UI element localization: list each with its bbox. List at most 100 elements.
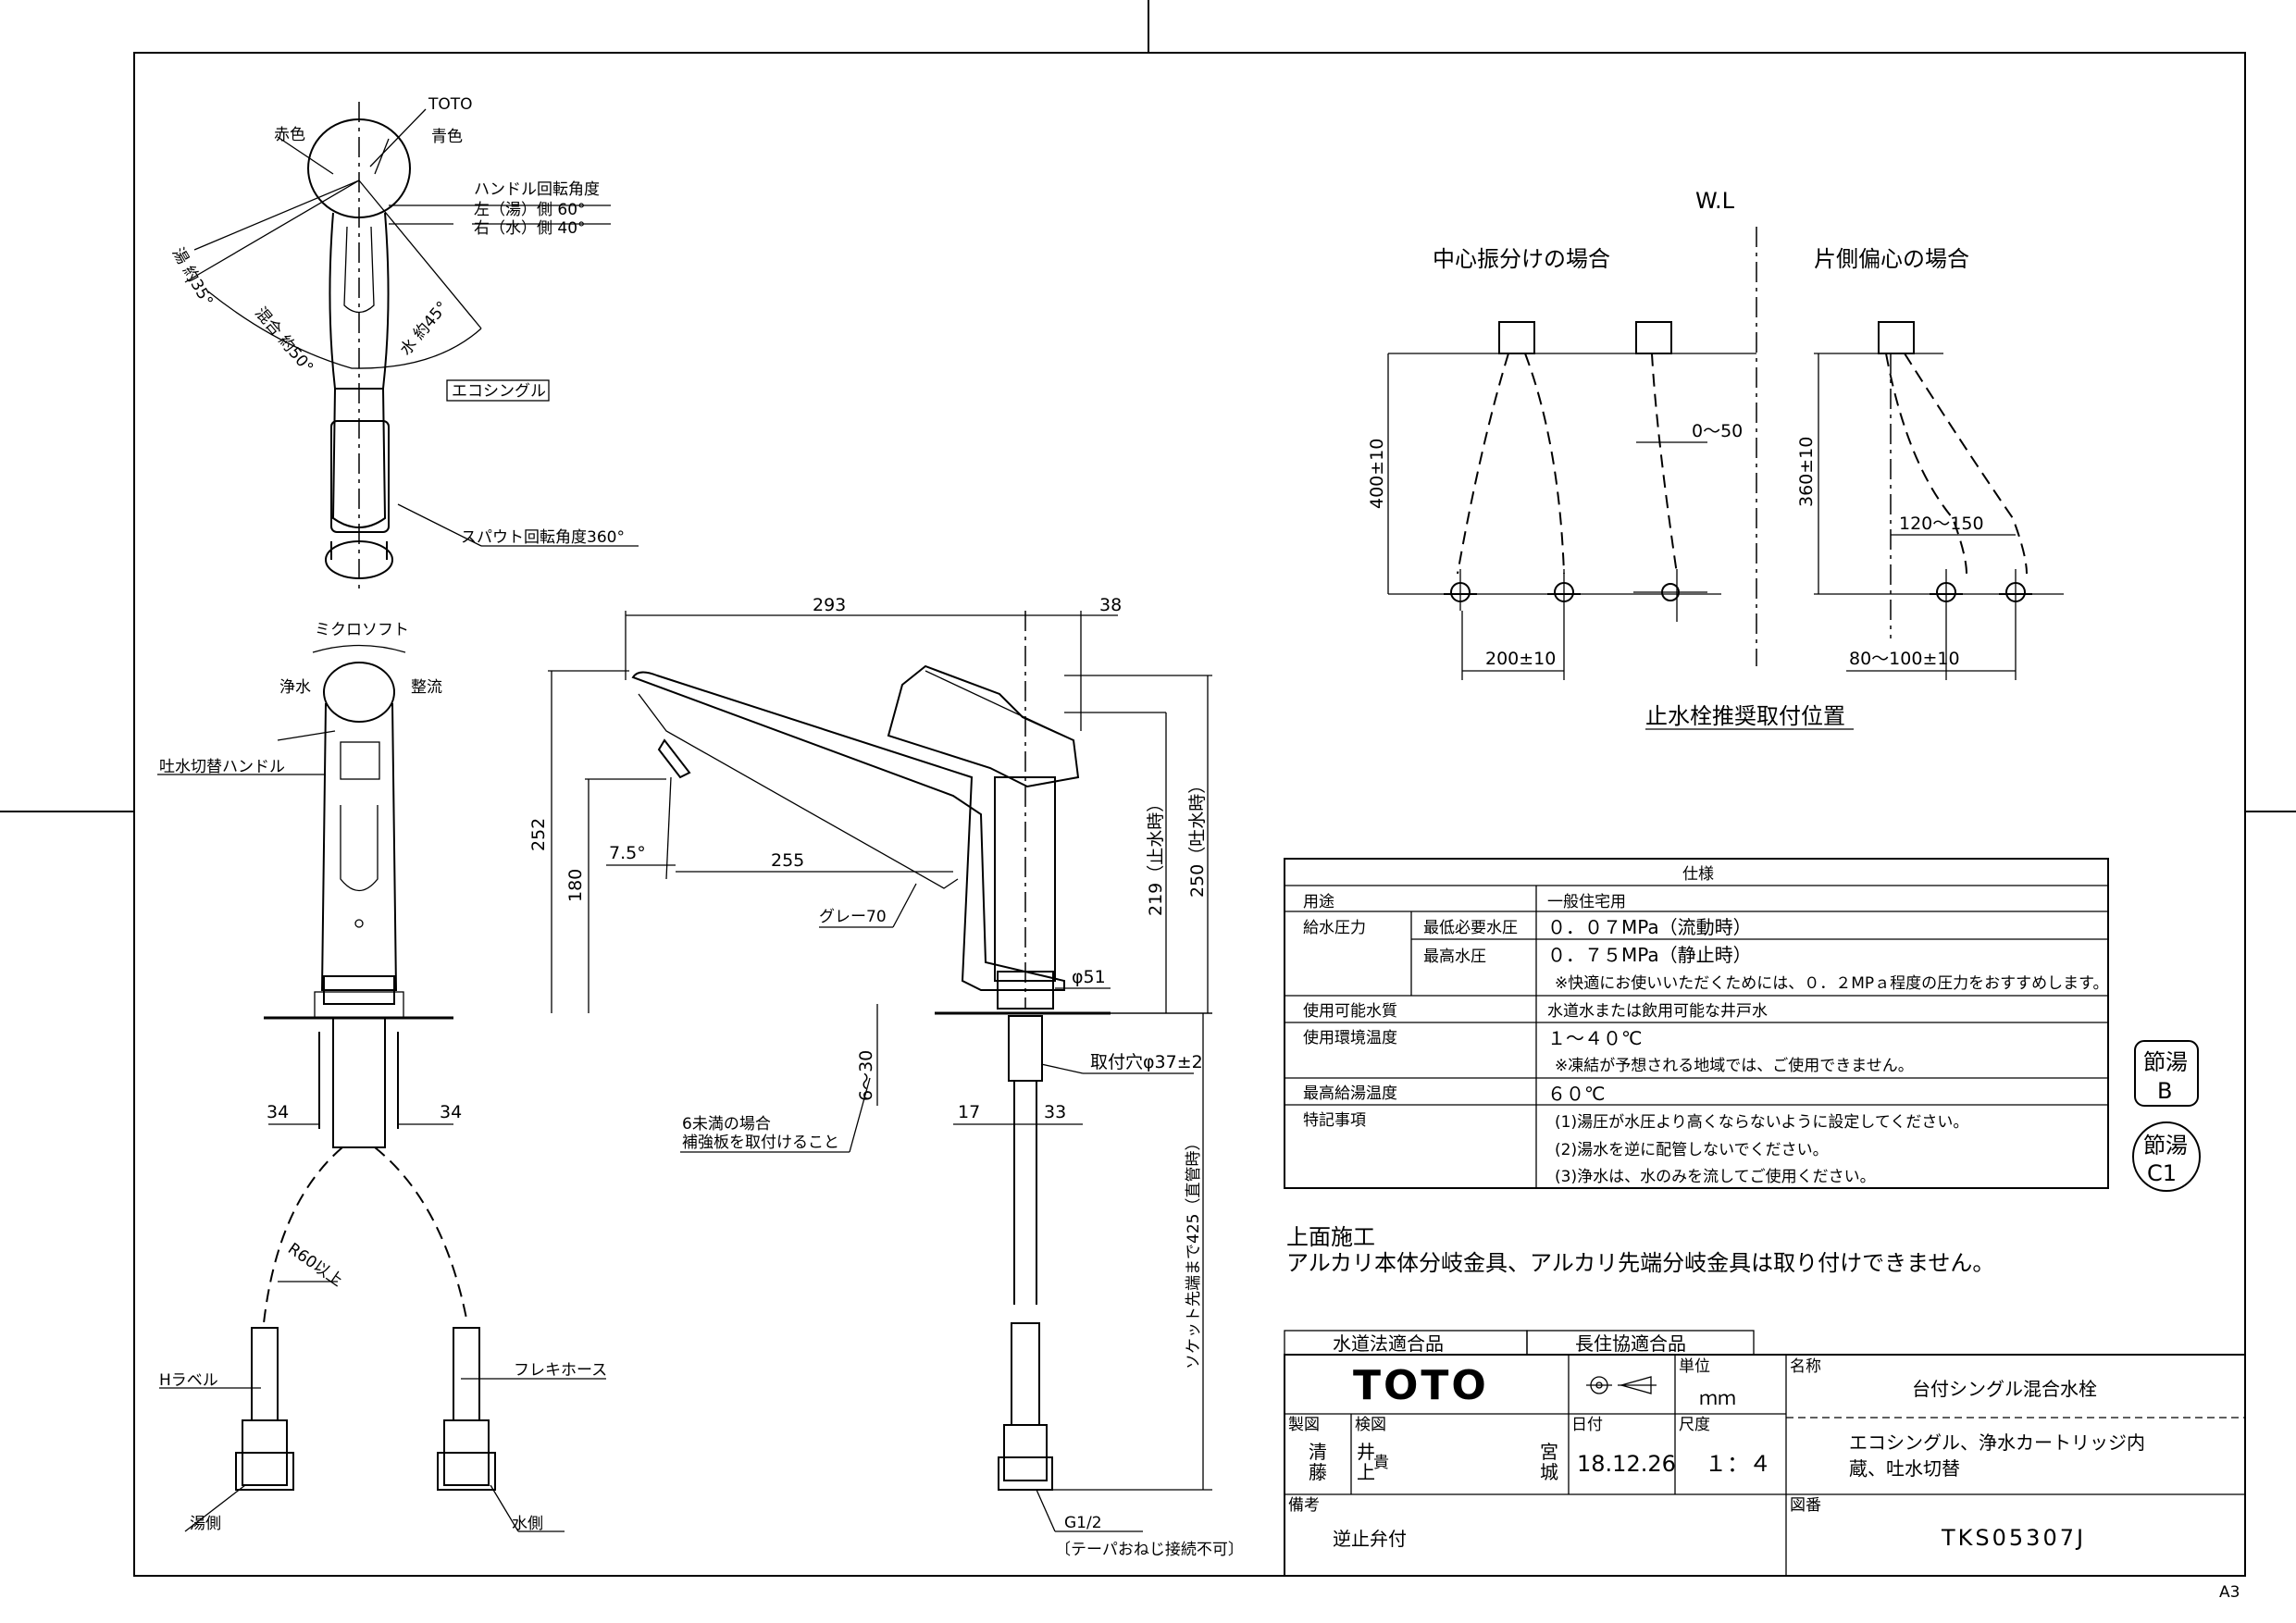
- hot-angle-label: 湯 約35°: [168, 245, 217, 310]
- valve-layout: W.L 中心振分けの場合 片側偏心の場合 400±10: [1367, 188, 2064, 730]
- toto-logo: TOTO: [1353, 1362, 1489, 1409]
- angle-7-5: 7.5°: [609, 843, 646, 863]
- dim-200: 200±10: [1485, 649, 1556, 669]
- thread-label: G1/2: [1064, 1514, 1102, 1532]
- spec-row-temp-value: １〜４０℃: [1547, 1027, 1642, 1049]
- valve-caption: 止水栓推奨取付位置: [1645, 703, 1845, 729]
- spec-title: 仕様: [1682, 865, 1714, 884]
- dim-6-30: 6〜30: [856, 1050, 876, 1101]
- dim-17: 17: [958, 1102, 980, 1122]
- check-mark: 貴: [1373, 1454, 1389, 1472]
- third-angle-projection-icon: [1586, 1376, 1657, 1394]
- badge-c1-top: 節湯: [2143, 1133, 2188, 1158]
- phi-51: φ51: [1072, 967, 1106, 987]
- regulated-label: 整流: [411, 678, 442, 697]
- center-title: 中心振分けの場合: [1433, 246, 1610, 272]
- dim-0-50: 0〜50: [1692, 421, 1743, 441]
- check-label: 検図: [1355, 1416, 1386, 1434]
- brand-label: TOTO: [428, 95, 473, 114]
- side-title: 片側偏心の場合: [1814, 246, 1969, 272]
- dim-252: 252: [528, 818, 549, 851]
- spec-row-water-value: 水道水または飲用可能な井戸水: [1547, 1002, 1768, 1021]
- left-hot-angle: 左（湯）側 60°: [474, 201, 586, 219]
- micro-soft-label: ミクロソフト: [315, 621, 409, 639]
- dim-293: 293: [813, 595, 846, 615]
- spec-row-min-pressure-value: ０．０７MPa（流動時）: [1547, 916, 1752, 938]
- dim-360: 360±10: [1796, 437, 1817, 507]
- dim-250: 250（吐水時）: [1187, 776, 1208, 898]
- spec-row-max-pressure-sub: 最高水圧: [1423, 948, 1486, 966]
- dim-38: 38: [1099, 595, 1122, 615]
- unit-value: ｍｍ: [1699, 1387, 1736, 1409]
- spout-rotation-label: スパウト回転角度360°: [461, 528, 625, 547]
- dim-400: 400±10: [1367, 439, 1387, 509]
- drawing-frame: [0, 0, 2296, 1577]
- unit-label: 単位: [1679, 1357, 1710, 1376]
- spec-row-water-label: 使用可能水質: [1303, 1001, 1397, 1021]
- spec-row-notes-3: (3)浄水は、水のみを流してご使用ください。: [1555, 1167, 1876, 1186]
- socket-length-label: ソケット先端まで425（直管時）: [1185, 1135, 1203, 1369]
- flex-hose-label: フレキホース: [514, 1361, 607, 1380]
- h-label: Hラベル: [159, 1371, 218, 1390]
- dim-180: 180: [565, 869, 586, 902]
- notes-title: 上面施工: [1286, 1224, 1375, 1250]
- badge-b-top: 節湯: [2143, 1049, 2188, 1075]
- spec-row-pressure-label: 給水圧力: [1303, 919, 1366, 937]
- made-by-2: 藤: [1309, 1461, 1327, 1483]
- top-view: TOTO 赤色 青色 ハンドル回転角度 左（湯）側 60° 右（水）側 40° …: [168, 95, 639, 592]
- badge-c1-bottom: C1: [2147, 1160, 2177, 1186]
- check-by-1: 井: [1357, 1441, 1375, 1463]
- valve-hot-center: [1444, 569, 1477, 611]
- badge-b-bottom: B: [2157, 1078, 2172, 1104]
- handle-rotation-label: ハンドル回転角度: [474, 180, 600, 199]
- valve-side-elevation: [1633, 569, 1707, 622]
- check-by-2: 上: [1357, 1461, 1375, 1483]
- notes-body: アルカリ本体分岐金具、アルカリ先端分岐金具は取り付けできません。: [1286, 1250, 1994, 1276]
- spec-row-notes-2: (2)湯水を逆に配管しないでください。: [1555, 1141, 1829, 1159]
- red-color-label: 赤色: [274, 126, 305, 144]
- spec-row-max-pressure-value: ０．７５MPa（静止時）: [1547, 944, 1752, 966]
- scale-value: １：４: [1705, 1451, 1771, 1477]
- purified-label: 浄水: [279, 678, 311, 697]
- mount-hole-label: 取付穴φ37±2: [1090, 1052, 1203, 1072]
- spec-row-use-label: 用途: [1303, 893, 1334, 911]
- water-saving-badge-c1: 節湯 C1: [2132, 1121, 2201, 1192]
- water-saving-badge-b: 節湯 B: [2134, 1040, 2199, 1107]
- mix-angle-label: 混合 約50°: [251, 304, 316, 377]
- drawing-no-label: 図番: [1790, 1496, 1821, 1515]
- bend-radius-label: R60以上: [284, 1240, 346, 1291]
- made-label: 製図: [1288, 1416, 1320, 1434]
- dim-255: 255: [771, 850, 804, 871]
- spec-row-hot-temp-value: ６０℃: [1547, 1083, 1605, 1105]
- front-view: ミクロソフト 浄水 整流 吐水切替ハンドル 34 34 R60以上 Hラベル フ…: [157, 621, 607, 1533]
- spec-row-temp-label: 使用環境温度: [1303, 1028, 1397, 1047]
- cold-angle-label: 水 約45°: [397, 298, 453, 359]
- name-label: 名称: [1790, 1357, 1821, 1376]
- spec-row-use-value: 一般住宅用: [1547, 893, 1626, 911]
- remarks-label: 備考: [1288, 1496, 1320, 1515]
- description-line-1: エコシングル、浄水カートリッジ内: [1849, 1431, 2145, 1454]
- eco-single-label: エコシングル: [452, 382, 546, 401]
- gray-label: グレー70: [819, 908, 887, 926]
- remarks-value: 逆止弁付: [1333, 1528, 1407, 1550]
- spec-row-temp-note: ※凍結が予想される地域では、ご使用できません。: [1555, 1056, 1914, 1075]
- cold-side-label: 水側: [512, 1515, 543, 1533]
- spec-row-max-pressure-note: ※快適にお使いいただくためには、０．２MPａ程度の圧力をおすすめします。: [1555, 973, 2108, 993]
- dim-80-100: 80〜100±10: [1849, 649, 1960, 669]
- sheet-size: A3: [2219, 1583, 2240, 1602]
- valve-cold-center: [1547, 569, 1581, 611]
- reinforce-note-1: 6未満の場合: [682, 1115, 771, 1134]
- title-block: 水道法適合品 長住協適合品 TOTO 単位 ｍｍ 名称 台付シングル混合水栓 エ…: [1284, 1330, 2246, 1577]
- made-by-1: 清: [1309, 1441, 1327, 1463]
- front-dim-left: 34: [267, 1102, 289, 1122]
- spec-table: 仕様 用途 一般住宅用 給水圧力 最低必要水圧 ０．０７MPa（流動時） 最高水…: [1284, 858, 2109, 1189]
- spec-row-min-pressure-sub: 最低必要水圧: [1423, 919, 1518, 937]
- switch-handle-label: 吐水切替ハンドル: [159, 758, 285, 776]
- spec-row-notes-1: (1)湯圧が水圧より高くならないように設定してください。: [1555, 1113, 1968, 1132]
- description-line-2: 蔵、吐水切替: [1849, 1457, 1960, 1480]
- approve-2: 城: [1540, 1461, 1558, 1483]
- drawing-number: TKS05307J: [1941, 1525, 2086, 1551]
- dim-120-150: 120〜150: [1899, 514, 1984, 534]
- thread-note: 〔テーパおねじ接続不可〕: [1055, 1541, 1244, 1559]
